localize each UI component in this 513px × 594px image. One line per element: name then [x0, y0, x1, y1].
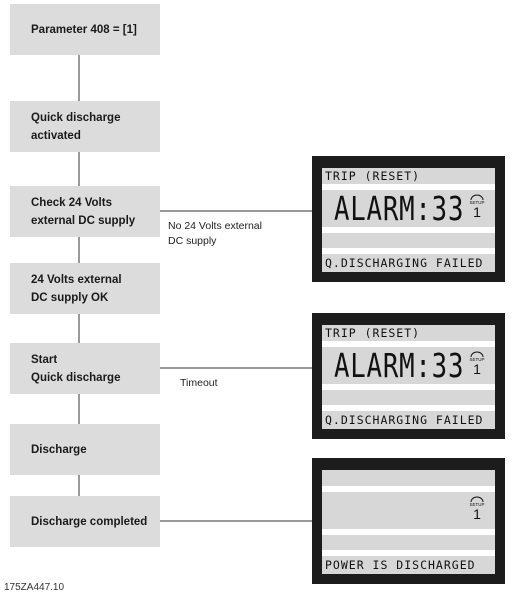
lcd-blank-line — [322, 535, 495, 550]
lcd-bottom-line: Q.DISCHARGING FAILED — [322, 254, 495, 272]
lcd-top-line — [322, 470, 495, 486]
step-discharge: Discharge — [10, 424, 160, 475]
lcd-main-line — [322, 190, 495, 227]
lcd-screen: TRIP (RESET) ALARM:33 SETUP 1 Q.DISCHARG… — [322, 325, 495, 429]
step-24v-supply-ok: 24 Volts external DC supply OK — [10, 263, 160, 314]
figure-id: 175ZA447.10 — [4, 582, 65, 593]
setup-indicator: SETUP 1 — [467, 351, 487, 377]
lcd-bottom-line: Q.DISCHARGING FAILED — [322, 411, 495, 429]
setup-arc-icon — [470, 194, 484, 200]
lcd-display-alarm-2: TRIP (RESET) ALARM:33 SETUP 1 Q.DISCHARG… — [312, 313, 505, 439]
lcd-alarm-text: ALARM:33 — [334, 346, 465, 385]
edge-label-no-supply: No 24 Volts external DC supply — [168, 220, 262, 247]
step-start-quick-discharge: Start Quick discharge — [10, 343, 160, 394]
lcd-top-line: TRIP (RESET) — [322, 168, 495, 184]
lcd-blank-line — [322, 390, 495, 405]
setup-number: 1 — [473, 204, 481, 220]
setup-label: SETUP — [469, 502, 485, 507]
lcd-main-line — [322, 347, 495, 384]
setup-number: 1 — [473, 506, 481, 522]
setup-label: SETUP — [469, 357, 485, 362]
setup-label: SETUP — [469, 200, 485, 205]
setup-number: 1 — [473, 361, 481, 377]
setup-arc-icon — [470, 496, 484, 502]
lcd-display-alarm-1: TRIP (RESET) ALARM:33 SETUP 1 Q.DISCHARG… — [312, 156, 505, 282]
lcd-blank-line — [322, 233, 495, 248]
lcd-bottom-line: POWER IS DISCHARGED — [322, 556, 495, 574]
step-check-24v-supply: Check 24 Volts external DC supply — [10, 186, 160, 237]
step-quick-discharge-activated: Quick discharge activated — [10, 101, 160, 152]
lcd-main-line — [322, 492, 495, 529]
edge-label-timeout: Timeout — [180, 377, 218, 389]
setup-indicator: SETUP 1 — [467, 496, 487, 522]
step-discharge-completed: Discharge completed — [10, 496, 160, 547]
lcd-display-discharged: SETUP 1 POWER IS DISCHARGED — [312, 458, 505, 584]
lcd-screen: SETUP 1 POWER IS DISCHARGED — [322, 470, 495, 574]
lcd-screen: TRIP (RESET) ALARM:33 SETUP 1 Q.DISCHARG… — [322, 168, 495, 272]
lcd-top-line: TRIP (RESET) — [322, 325, 495, 341]
lcd-alarm-text: ALARM:33 — [334, 189, 465, 228]
step-parameter-408: Parameter 408 = [1] — [10, 4, 160, 55]
setup-arc-icon — [470, 351, 484, 357]
setup-indicator: SETUP 1 — [467, 194, 487, 220]
